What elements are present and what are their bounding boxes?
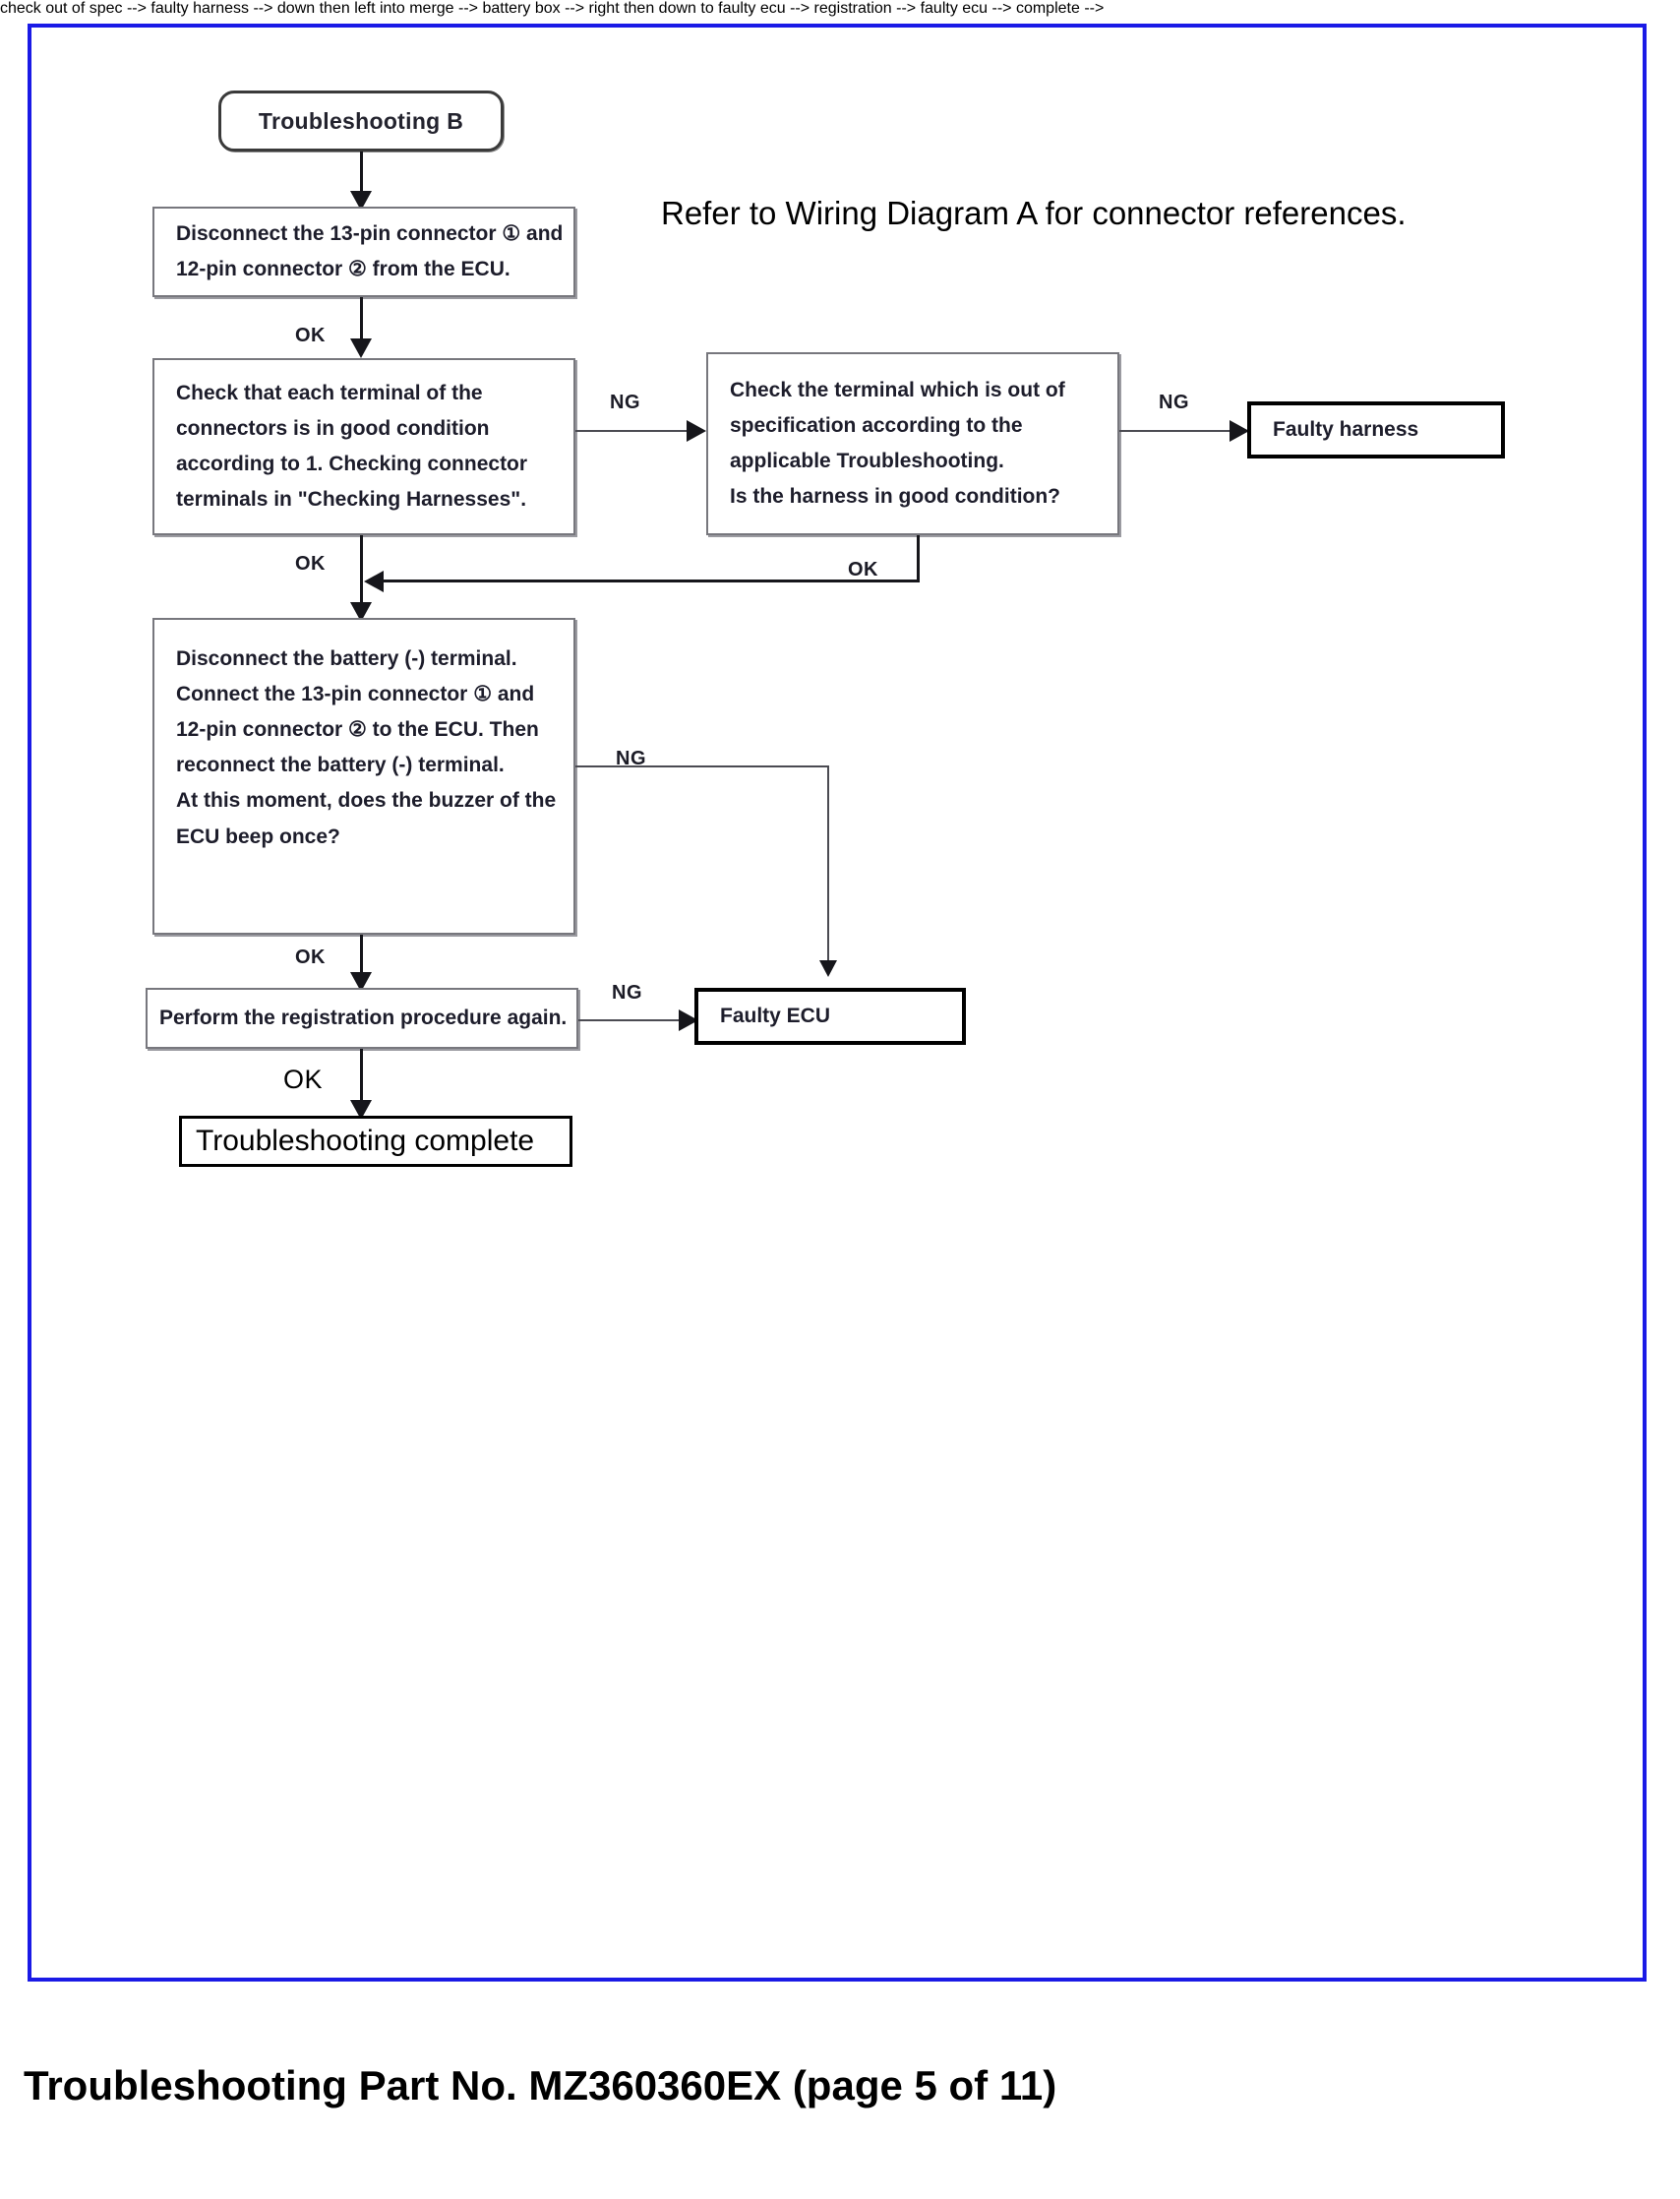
edge-registration-ok-down — [360, 1049, 363, 1112]
edge-disconnect-to-check-arrow — [350, 338, 372, 358]
node-faulty-ecu: Faulty ECU — [694, 988, 966, 1045]
edge-spec-ok-arrow — [364, 571, 384, 592]
edge-label-ok-check-to-battery: OK — [295, 553, 326, 575]
edge-spec-to-harness-arrow — [1230, 420, 1249, 442]
node-complete-label: Troubleshooting complete — [196, 1125, 535, 1157]
edge-spec-ok-down — [917, 535, 920, 582]
edge-spec-ok-left — [372, 580, 920, 582]
edge-label-ok-registration-to-complete: OK — [283, 1065, 324, 1094]
node-battery-line-6: ECU beep once? — [176, 825, 340, 848]
node-battery-line-4: reconnect the battery (-) terminal. — [176, 754, 505, 777]
edge-disconnect-to-check-line — [360, 297, 363, 346]
node-check-spec-line-2: specification according to the — [730, 413, 1023, 437]
edge-start-to-disconnect-line — [360, 152, 363, 199]
edge-label-ok-spec-to-battery: OK — [848, 559, 878, 580]
node-check-terminals-line-3: according to 1. Checking connector — [176, 453, 528, 475]
node-troubleshooting-complete: Troubleshooting complete — [179, 1116, 572, 1167]
edge-registration-ng-line — [578, 1019, 687, 1021]
node-battery-line-2: Connect the 13-pin connector ① and — [176, 683, 535, 706]
node-disconnect-line-2: 12-pin connector ② from the ECU. — [176, 258, 510, 280]
node-check-terminals: Check that each terminal of the connecto… — [152, 358, 575, 535]
edge-start-to-disconnect-arrow — [350, 191, 372, 211]
edge-label-ng-registration-to-ecu: NG — [612, 982, 642, 1004]
node-battery-line-5: At this moment, does the buzzer of the — [176, 789, 557, 813]
node-battery-line-1: Disconnect the battery (-) terminal. — [176, 647, 517, 670]
node-disconnect-connectors: Disconnect the 13-pin connector ① and 12… — [152, 207, 575, 297]
edge-label-ok-battery-to-registration: OK — [295, 947, 326, 968]
node-start-troubleshooting-b: Troubleshooting B — [218, 91, 504, 152]
edge-label-ok-disconnect-to-check: OK — [295, 325, 326, 346]
node-start-label: Troubleshooting B — [258, 107, 464, 134]
edge-check-to-spec-line — [575, 430, 693, 432]
node-faulty-harness: Faulty harness — [1247, 401, 1505, 458]
node-battery-line-3: 12-pin connector ② to the ECU. Then — [176, 718, 539, 742]
edge-spec-to-harness-line — [1119, 430, 1237, 432]
node-registration-label: Perform the registration procedure again… — [159, 1006, 568, 1029]
node-check-terminals-line-2: connectors is in good condition — [176, 416, 490, 440]
wiring-diagram-note: Refer to Wiring Diagram A for connector … — [661, 195, 1407, 231]
edge-label-ng-spec-to-harness: NG — [1159, 392, 1189, 413]
edge-registration-ng-arrow — [679, 1009, 698, 1031]
edge-battery-ng-right — [575, 765, 829, 767]
node-faulty-harness-label: Faulty harness — [1273, 418, 1419, 441]
edge-check-to-spec-arrow — [687, 420, 706, 442]
node-disconnect-line-1: Disconnect the 13-pin connector ① and — [176, 221, 564, 245]
edge-label-ng-battery-to-ecu: NG — [616, 748, 646, 769]
node-check-out-of-spec: Check the terminal which is out of speci… — [706, 352, 1119, 535]
edge-battery-ng-arrow — [819, 960, 837, 977]
node-check-spec-line-3: applicable Troubleshooting. — [730, 450, 1004, 472]
node-check-terminals-line-4: terminals in "Checking Harnesses". — [176, 488, 527, 512]
node-battery-buzzer-check: Disconnect the battery (-) terminal. Con… — [152, 618, 575, 935]
edge-check-ok-down — [360, 535, 363, 618]
node-check-spec-line-4: Is the harness in good condition? — [730, 485, 1061, 509]
node-check-spec-line-1: Check the terminal which is out of — [730, 378, 1065, 401]
footer-caption: Troubleshooting Part No. MZ360360EX (pag… — [24, 2062, 1057, 2108]
edge-battery-ok-arrow — [350, 972, 372, 992]
edge-label-ng-check-to-spec: NG — [610, 392, 640, 413]
edge-battery-ok-down — [360, 935, 363, 982]
edge-registration-ok-arrow — [350, 1100, 372, 1120]
node-check-terminals-line-1: Check that each terminal of the — [176, 381, 483, 404]
edge-check-ok-arrow — [350, 602, 372, 622]
edge-battery-ng-down — [827, 765, 829, 970]
node-faulty-ecu-label: Faulty ECU — [720, 1005, 831, 1027]
node-registration-procedure: Perform the registration procedure again… — [146, 988, 578, 1049]
